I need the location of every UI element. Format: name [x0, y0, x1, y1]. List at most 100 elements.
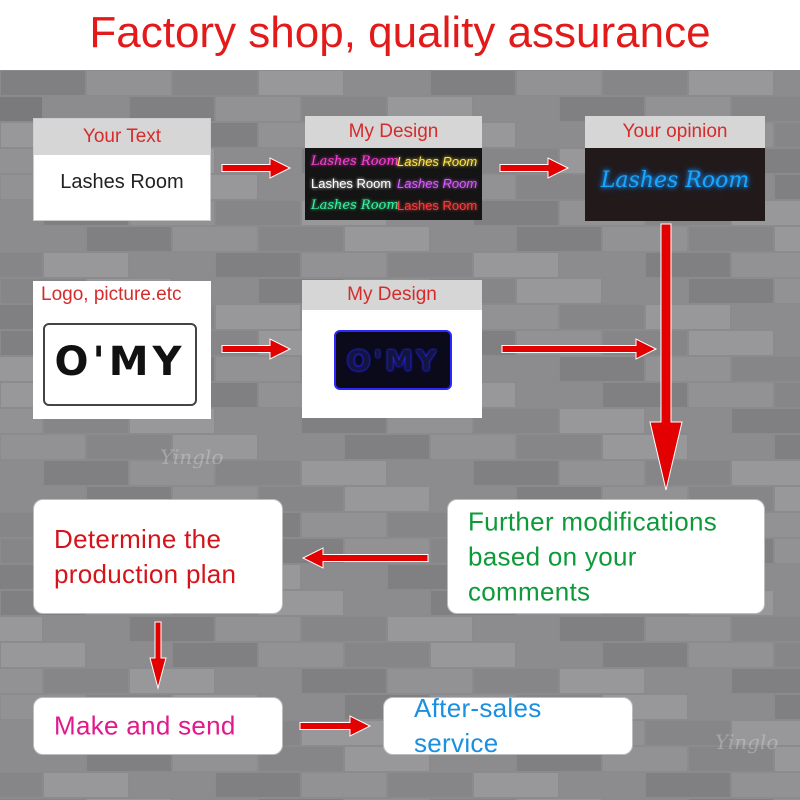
logo-frame: O'MY	[43, 323, 197, 406]
brick	[689, 383, 773, 407]
brick	[474, 357, 558, 381]
brick	[646, 773, 730, 797]
brick	[689, 71, 773, 95]
brick	[87, 435, 171, 459]
brick	[388, 253, 472, 277]
page-title: Factory shop, quality assurance	[89, 8, 711, 57]
brick	[732, 773, 800, 797]
brick	[689, 279, 773, 303]
brick	[44, 461, 128, 485]
brick	[517, 383, 601, 407]
brick	[474, 201, 558, 225]
brick	[474, 409, 558, 433]
brick	[130, 669, 214, 693]
brick	[689, 747, 773, 771]
brick	[560, 357, 644, 381]
brick	[603, 435, 687, 459]
watermark: Yinglo	[715, 730, 779, 754]
brick	[474, 305, 558, 329]
your-text-card: Your Text Lashes Room	[33, 118, 211, 221]
production-plan-box: Determine the production plan	[33, 499, 283, 614]
brick	[689, 643, 773, 667]
brick	[775, 435, 800, 459]
brick	[0, 617, 42, 641]
brick	[474, 461, 558, 485]
neon-sample-text: Lashes Room	[311, 198, 399, 213]
brick	[474, 97, 558, 121]
brick	[689, 227, 773, 251]
brick	[87, 71, 171, 95]
brick	[689, 435, 773, 459]
further-line-1: Further modifications	[468, 505, 718, 536]
brick	[732, 669, 800, 693]
brick	[388, 461, 472, 485]
brick	[0, 97, 42, 121]
further-modifications-text: Further modifications based on your comm…	[468, 504, 752, 609]
brick	[646, 669, 730, 693]
production-line-1: Determine the	[54, 523, 222, 554]
logo-card: Logo, picture.etc O'MY	[33, 281, 211, 419]
opinion-header: Your opinion	[585, 116, 765, 148]
brick	[603, 279, 687, 303]
brick	[775, 747, 800, 771]
brick	[775, 539, 800, 563]
my-design-logo-header: My Design	[302, 280, 482, 310]
brick	[474, 617, 558, 641]
brick	[0, 773, 42, 797]
brick	[388, 773, 472, 797]
brick	[130, 461, 214, 485]
brick	[775, 331, 800, 355]
brick	[431, 71, 515, 95]
brick	[775, 227, 800, 251]
brick	[302, 461, 386, 485]
neon-logo-text: O'MY	[346, 344, 440, 377]
brick	[302, 721, 386, 745]
brick	[302, 253, 386, 277]
brick	[216, 669, 300, 693]
brick	[0, 461, 42, 485]
brick	[732, 721, 800, 745]
brick	[560, 669, 644, 693]
brick	[345, 643, 429, 667]
brick	[345, 71, 429, 95]
brick	[603, 227, 687, 251]
brick	[517, 71, 601, 95]
brick	[173, 643, 257, 667]
brick	[0, 669, 42, 693]
brick	[173, 435, 257, 459]
brick	[560, 253, 644, 277]
brick	[345, 591, 429, 615]
brick	[259, 643, 343, 667]
brick	[259, 227, 343, 251]
opinion-neon-text: Lashes Room	[600, 168, 750, 193]
your-text-value: Lashes Room	[60, 171, 184, 193]
brick	[646, 461, 730, 485]
brick	[216, 253, 300, 277]
brick	[345, 539, 429, 563]
brick	[474, 669, 558, 693]
brick	[216, 461, 300, 485]
brick	[732, 305, 800, 329]
brick	[87, 227, 171, 251]
my-design-header: My Design	[305, 116, 482, 148]
brick	[775, 71, 800, 95]
brick	[603, 383, 687, 407]
brick	[173, 227, 257, 251]
after-sales-text: After-sales service	[414, 692, 542, 758]
brick	[431, 435, 515, 459]
brick	[732, 409, 800, 433]
brick	[732, 617, 800, 641]
opinion-neon-panel: Lashes Room	[585, 148, 765, 221]
brick	[130, 773, 214, 797]
brick	[474, 253, 558, 277]
production-plan-text: Determine the production plan	[54, 521, 270, 591]
neon-logo-panel: O'MY	[334, 330, 452, 390]
production-line-2: production plan	[54, 558, 237, 589]
brick	[44, 669, 128, 693]
brick	[345, 227, 429, 251]
brick	[216, 149, 300, 173]
brick	[775, 383, 800, 407]
brick	[732, 357, 800, 381]
